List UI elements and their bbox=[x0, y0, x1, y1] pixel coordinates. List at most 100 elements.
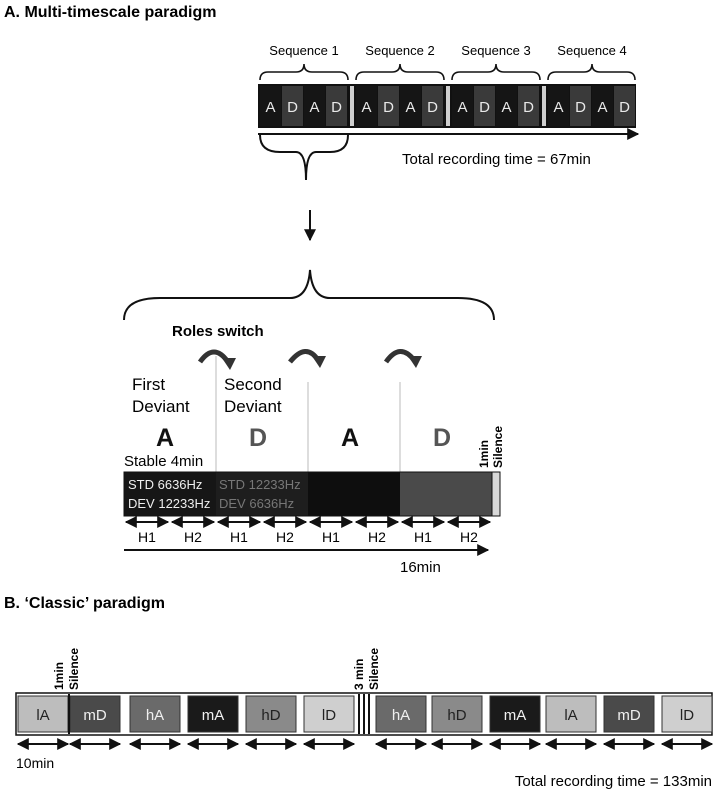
sequence-separator bbox=[350, 86, 354, 126]
sequence-cell-label: D bbox=[287, 99, 298, 116]
classic-block-label: hA bbox=[146, 707, 164, 724]
duration-16min: 16min bbox=[400, 559, 441, 576]
sequence-cell bbox=[474, 86, 495, 126]
classic-block bbox=[661, 695, 713, 733]
sequence-cell bbox=[304, 86, 325, 126]
classic-block bbox=[375, 695, 427, 733]
sequence-cell bbox=[400, 86, 421, 126]
sequence-cell-label: D bbox=[331, 99, 342, 116]
dev-freq-1: DEV 12233Hz bbox=[128, 496, 210, 511]
zoom-brace bbox=[259, 134, 349, 181]
sequence-cell bbox=[326, 86, 347, 126]
classic-block-label: lA bbox=[564, 707, 577, 724]
sequence-cell bbox=[570, 86, 591, 126]
silence-b1-1: 1min bbox=[52, 662, 66, 690]
silence-gap bbox=[358, 694, 360, 734]
silence-b2-2: Silence bbox=[367, 648, 381, 690]
roles-switch-arrowheads bbox=[222, 356, 422, 370]
section-b-title: B. ‘Classic’ paradigm bbox=[4, 595, 165, 612]
sequence-braces bbox=[259, 63, 636, 81]
sequence-cell-label: D bbox=[479, 99, 490, 116]
classic-block-label: hD bbox=[261, 707, 280, 724]
first-deviant-2: Deviant bbox=[132, 397, 190, 416]
sequence-cell bbox=[518, 86, 539, 126]
classic-block bbox=[545, 695, 597, 733]
sequence-cell-label: A bbox=[361, 99, 371, 116]
stimulus-bar bbox=[123, 471, 501, 517]
sequence-4-label: Sequence 4 bbox=[557, 43, 626, 58]
classic-block bbox=[129, 695, 181, 733]
sequence-cell-label: D bbox=[427, 99, 438, 116]
sequence-cell-label: D bbox=[575, 99, 586, 116]
sequence-cell-label: D bbox=[523, 99, 534, 116]
classic-block bbox=[431, 695, 483, 733]
sequence-1-label: Sequence 1 bbox=[269, 43, 338, 58]
classic-block bbox=[69, 695, 121, 733]
classic-block bbox=[245, 695, 297, 733]
half-label: H2 bbox=[184, 529, 202, 545]
sequence-separator bbox=[542, 86, 546, 126]
sequence-cell bbox=[614, 86, 635, 126]
half-label: H1 bbox=[138, 529, 156, 545]
half-label: H1 bbox=[414, 529, 432, 545]
first-deviant-1: First bbox=[132, 375, 165, 394]
half-arrows: H1 H2 H1 H2 H1 H2 H1 H2 bbox=[124, 516, 492, 545]
roles-switch-label: Roles switch bbox=[172, 323, 264, 340]
classic-block-label: hA bbox=[392, 707, 410, 724]
silence-gap bbox=[68, 694, 70, 734]
classic-block bbox=[489, 695, 541, 733]
classic-block bbox=[303, 695, 355, 733]
sequence-cell-label: A bbox=[457, 99, 467, 116]
sequence-cell-label: A bbox=[265, 99, 275, 116]
sequence-cell-label: D bbox=[383, 99, 394, 116]
sequence-3-label: Sequence 3 bbox=[461, 43, 530, 58]
total-time-a: Total recording time = 67min bbox=[402, 151, 591, 168]
classic-block-label: lD bbox=[322, 707, 336, 724]
silence-a-2: Silence bbox=[491, 426, 505, 468]
silence-gap bbox=[368, 694, 370, 734]
stable-label: Stable 4min bbox=[124, 453, 203, 470]
dev-freq-2: DEV 6636Hz bbox=[219, 496, 294, 511]
std-freq-2: STD 12233Hz bbox=[219, 477, 301, 492]
sequence-cell-label: A bbox=[501, 99, 511, 116]
classic-block-label: mD bbox=[617, 707, 640, 724]
silence-b1-2: Silence bbox=[67, 648, 81, 690]
silence-b2-1: 3 min bbox=[352, 659, 366, 690]
sequence-cell bbox=[548, 86, 569, 126]
block-label-2: D bbox=[249, 424, 267, 452]
sequence-cell-label: A bbox=[309, 99, 319, 116]
sequence-cell bbox=[356, 86, 377, 126]
half-label: H1 bbox=[230, 529, 248, 545]
sequence-cell bbox=[592, 86, 613, 126]
block-label-1: A bbox=[156, 424, 174, 452]
classic-block-label: lD bbox=[680, 707, 694, 724]
classic-block-label: hD bbox=[447, 707, 466, 724]
silence-a-1: 1min bbox=[477, 440, 491, 468]
classic-block-label: mD bbox=[83, 707, 106, 724]
sequence-cell bbox=[260, 86, 281, 126]
block-label-3: A bbox=[341, 424, 359, 452]
half-label: H2 bbox=[276, 529, 294, 545]
sequence-cell-label: A bbox=[553, 99, 563, 116]
half-label: H2 bbox=[368, 529, 386, 545]
block-label-4: D bbox=[433, 424, 451, 452]
total-time-b: Total recording time = 133min bbox=[515, 773, 712, 790]
sequence-cell bbox=[282, 86, 303, 126]
sequence-cell bbox=[378, 86, 399, 126]
sequence-cell bbox=[452, 86, 473, 126]
section-a-title: A. Multi-timescale paradigm bbox=[4, 4, 217, 21]
half-label: H1 bbox=[322, 529, 340, 545]
std-freq-1: STD 6636Hz bbox=[128, 477, 202, 492]
half-label: H2 bbox=[460, 529, 478, 545]
second-deviant-1: Second bbox=[224, 375, 282, 394]
sequence-cell-label: A bbox=[405, 99, 415, 116]
sequence-cell-label: A bbox=[597, 99, 607, 116]
sequence-cell-label: D bbox=[619, 99, 630, 116]
block-dividers bbox=[215, 356, 401, 476]
sequence-2-label: Sequence 2 bbox=[365, 43, 434, 58]
sequence-separator bbox=[446, 86, 450, 126]
classic-block-label: mA bbox=[504, 707, 527, 724]
classic-block bbox=[603, 695, 655, 733]
